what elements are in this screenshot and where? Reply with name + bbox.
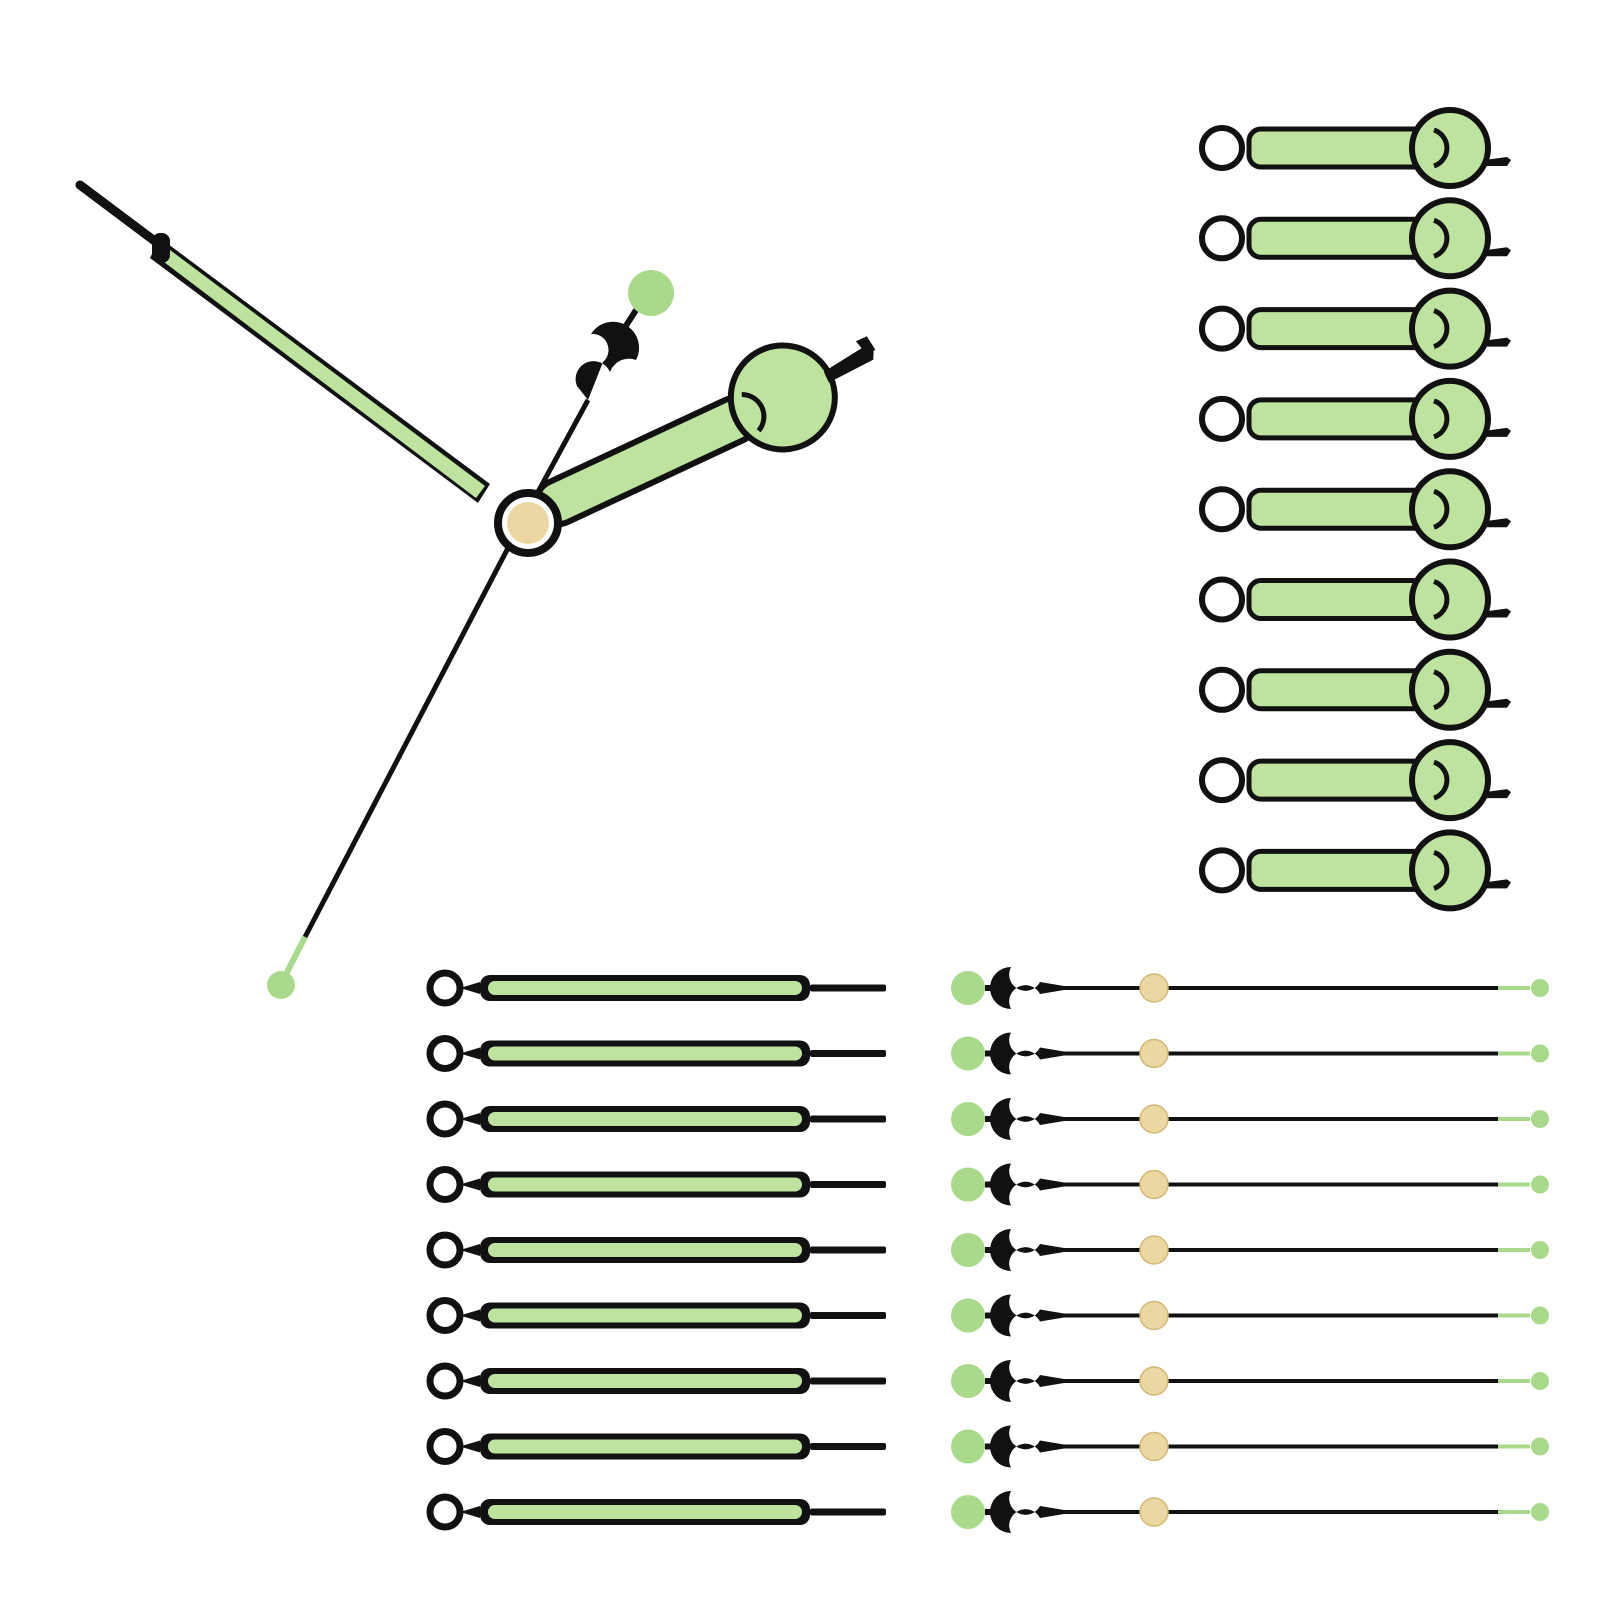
second-hand-icon [949,1423,1551,1470]
second-hand-icon [949,1292,1551,1339]
minute-hand-icon [430,1497,886,1527]
minute-hand-icon [430,1170,886,1200]
minute-hand-icon [430,1235,886,1265]
hour-hand-icon [1202,652,1511,728]
minute-hand-icon [430,1301,886,1331]
hour-hand-icon [1202,200,1511,276]
minute-hands-column [430,973,886,1527]
minute-hand-icon [430,1104,886,1134]
second-hand-icon [949,1227,1551,1273]
second-hand-icon [949,1358,1551,1404]
minute-hand-icon [430,1432,886,1462]
hour-hand-icon [1202,832,1511,908]
assembled-hands-icon [75,180,876,999]
hour-hand-icon [1202,291,1511,367]
second-hands-column [949,965,1551,1535]
hour-hand-icon [1202,110,1511,186]
hour-hand-icon [1202,471,1511,547]
hour-hands-column [1202,110,1511,908]
second-hand-icon [949,1161,1551,1208]
minute-hand-icon [430,1366,886,1396]
minute-hand-icon [430,973,886,1003]
hour-hand-icon [1202,381,1511,457]
second-hand-icon [949,965,1551,1011]
second-hand-icon [949,1030,1551,1077]
second-hand-icon [949,1096,1551,1142]
hour-hand-icon [1202,742,1511,818]
hour-hand-icon [1202,562,1511,638]
minute-hand-icon [430,1039,886,1069]
second-hand-icon [949,1489,1551,1535]
